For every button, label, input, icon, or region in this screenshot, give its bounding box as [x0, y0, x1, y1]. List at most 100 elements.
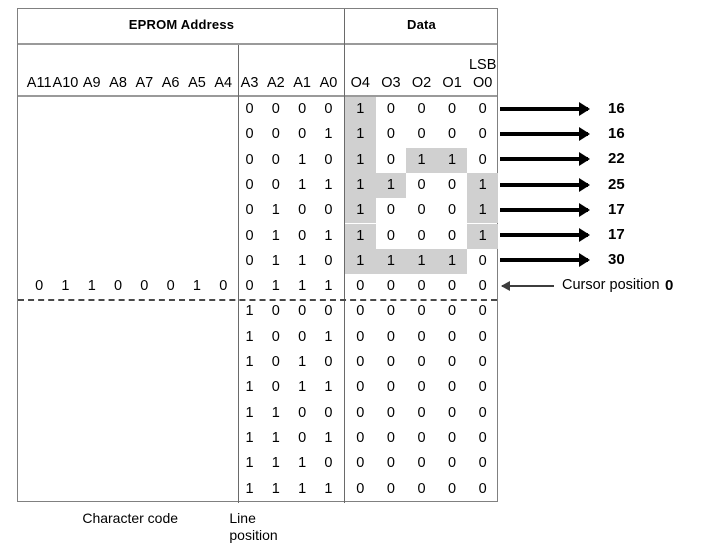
character-code-bit: 1: [192, 278, 201, 295]
line-position-bit: 0: [271, 354, 280, 370]
line-position-bit: 1: [298, 278, 307, 295]
cursor-position-label: Cursor position: [562, 276, 660, 293]
data-bit-set: 1: [436, 248, 468, 275]
line-position-bit: 0: [298, 101, 307, 117]
data-bit-clear: 0: [386, 202, 395, 219]
data-bit-clear: 0: [356, 303, 365, 320]
data-bit-clear: 0: [478, 455, 487, 472]
line-position-bit: 1: [324, 328, 333, 345]
caption-line-position-line: Line: [229, 510, 256, 526]
data-bit-clear: 0: [356, 379, 365, 396]
line-position-bit: 1: [298, 455, 307, 472]
data-bit-clear: 0: [478, 328, 487, 345]
data-bit-clear: 0: [356, 354, 365, 370]
cursor-row-separator: [18, 299, 497, 302]
data-bit-set: 1: [436, 147, 468, 173]
data-bit-clear: 0: [448, 278, 457, 295]
data-bit-clear: 0: [478, 126, 487, 143]
divider-address-data: [344, 9, 345, 503]
data-bit-clear: 0: [478, 480, 487, 497]
data-bit-set: 1: [345, 122, 376, 148]
line-position-bit: 1: [245, 429, 254, 446]
data-bit-clear: 0: [356, 404, 365, 421]
data-bit-clear: 0: [386, 151, 395, 168]
data-bit-set: 1: [345, 97, 376, 123]
data-bit-clear: 0: [417, 404, 426, 421]
line-position-bit: 1: [324, 480, 333, 497]
data-bit-clear: 0: [386, 404, 395, 421]
data-bit-clear: 0: [417, 303, 426, 320]
line-position-bit: 1: [271, 429, 280, 446]
line-position-bit: 0: [245, 176, 254, 193]
line-position-bit: 0: [245, 126, 254, 143]
signal-label-a1: A1: [293, 75, 312, 91]
data-bit-clear: 0: [478, 252, 487, 269]
line-position-bit: 1: [324, 379, 333, 396]
lsb-label: LSB: [468, 57, 497, 73]
data-bit-set: 1: [467, 172, 498, 199]
data-bit-clear: 0: [448, 455, 457, 472]
row-value-arrow: [500, 157, 588, 162]
data-bit-set: 1: [375, 248, 407, 275]
data-bit-set: 1: [467, 198, 498, 224]
data-bit-clear: 0: [448, 328, 457, 345]
line-position-bit: 0: [271, 379, 280, 396]
line-position-bit: 1: [245, 303, 254, 320]
data-bit-set: 1: [345, 248, 376, 275]
data-bit-clear: 0: [478, 303, 487, 320]
signal-label-o4: O4: [350, 75, 370, 91]
data-bit-set: 1: [345, 223, 376, 249]
data-bit-clear: 0: [386, 303, 395, 320]
data-bit-set: 1: [345, 172, 376, 199]
data-bit-clear: 0: [356, 328, 365, 345]
signal-label-a6: A6: [161, 75, 180, 91]
data-bit-clear: 0: [417, 176, 426, 193]
caption-line-position-line: position: [229, 527, 278, 543]
row-value: 17: [608, 200, 625, 218]
line-position-bit: 1: [324, 278, 333, 295]
data-bit-set: 1: [406, 147, 437, 173]
line-position-bit: 0: [324, 202, 333, 219]
cursor-position-arrow: [502, 284, 554, 287]
data-bit-clear: 0: [448, 379, 457, 396]
group-title-data: Data: [407, 17, 436, 32]
line-position-bit: 1: [298, 354, 307, 370]
data-bit-clear: 0: [356, 480, 365, 497]
data-bit-clear: 0: [448, 429, 457, 446]
line-position-bit: 1: [324, 227, 333, 244]
data-bit-clear: 0: [417, 126, 426, 143]
character-code-bit: 0: [166, 278, 175, 295]
line-position-bit: 1: [245, 455, 254, 472]
row-value-arrow: [500, 207, 588, 212]
signal-label-a4: A4: [214, 75, 233, 91]
signal-label-a11: A11: [26, 75, 52, 91]
line-position-bit: 0: [271, 101, 280, 117]
data-bit-clear: 0: [448, 227, 457, 244]
signal-label-a10: A10: [52, 75, 79, 91]
line-position-bit: 0: [245, 202, 254, 219]
character-code-bit: 1: [87, 278, 96, 295]
data-bit-clear: 0: [417, 202, 426, 219]
data-bit-clear: 0: [448, 354, 457, 370]
line-position-bit: 1: [271, 404, 280, 421]
data-bit-set: 1: [406, 248, 437, 275]
line-position-bit: 1: [271, 480, 280, 497]
data-bit-clear: 0: [478, 151, 487, 168]
data-bit-set: 1: [345, 147, 376, 173]
data-bit-clear: 0: [448, 176, 457, 193]
data-bit-clear: 0: [478, 404, 487, 421]
data-bit-clear: 0: [448, 303, 457, 320]
data-bit-clear: 0: [417, 101, 426, 117]
signal-label-a9: A9: [82, 75, 101, 91]
